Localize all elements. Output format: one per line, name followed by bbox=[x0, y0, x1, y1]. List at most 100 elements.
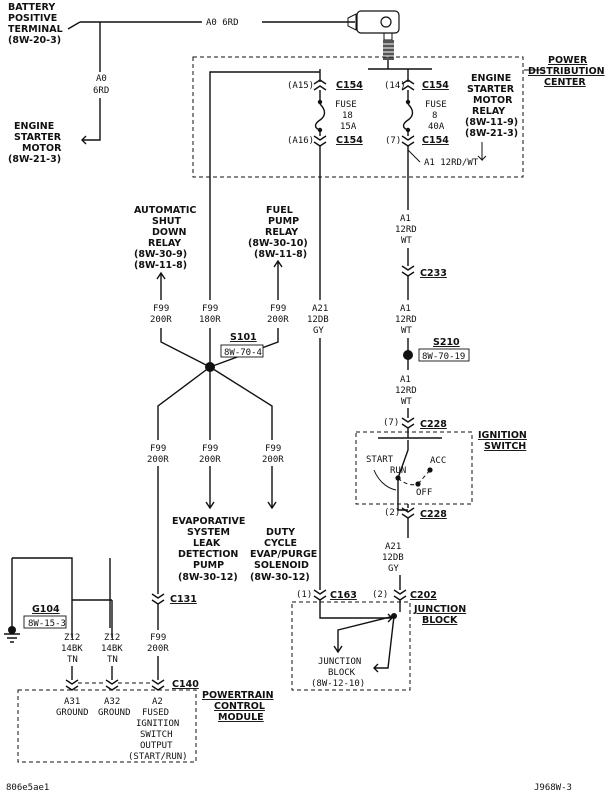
svg-text:TERMINAL: TERMINAL bbox=[8, 24, 63, 35]
svg-text:A1: A1 bbox=[400, 304, 411, 314]
s210-label: S210 bbox=[433, 337, 460, 348]
svg-text:F99: F99 bbox=[150, 633, 166, 643]
svg-text:A0 6RD: A0 6RD bbox=[206, 18, 239, 28]
svg-text:BLOCK: BLOCK bbox=[328, 668, 356, 678]
c163-label: C163 bbox=[330, 590, 357, 601]
svg-text:FUSED: FUSED bbox=[142, 708, 169, 718]
svg-text:GY: GY bbox=[313, 326, 324, 336]
svg-text:18: 18 bbox=[342, 111, 353, 121]
asd-relay-label: AUTOMATIC SHUT DOWN RELAY (8W-30-9) (8W-… bbox=[134, 205, 196, 271]
svg-text:(8W-21-3): (8W-21-3) bbox=[465, 128, 518, 139]
svg-text:GROUND: GROUND bbox=[98, 708, 131, 718]
c228-bottom-label: C228 bbox=[420, 509, 447, 520]
pcm-pins: A31 GROUND A32 GROUND A2 FUSED IGNITION … bbox=[56, 697, 188, 762]
svg-text:SHUT: SHUT bbox=[152, 216, 182, 227]
ignition-switch-label: IGNITION SWITCH bbox=[478, 430, 527, 452]
svg-text:SOLENOID: SOLENOID bbox=[254, 560, 309, 571]
svg-text:FUSE: FUSE bbox=[425, 100, 447, 110]
fuse-8-icon bbox=[402, 103, 414, 131]
svg-text:CYCLE: CYCLE bbox=[264, 538, 297, 549]
junction-block-box bbox=[291, 601, 411, 691]
svg-text:MOTOR: MOTOR bbox=[473, 95, 513, 106]
ignition-switch-box bbox=[355, 431, 473, 505]
svg-text:200R: 200R bbox=[147, 644, 169, 654]
svg-text:200R: 200R bbox=[262, 455, 284, 465]
svg-text:12RD: 12RD bbox=[395, 386, 417, 396]
svg-text:SWITCH: SWITCH bbox=[484, 441, 526, 452]
svg-text:(7): (7) bbox=[385, 136, 401, 146]
svg-text:AUTOMATIC: AUTOMATIC bbox=[134, 205, 196, 216]
svg-text:(A15): (A15) bbox=[287, 81, 314, 91]
svg-text:12DB: 12DB bbox=[382, 553, 404, 563]
svg-text:BLOCK: BLOCK bbox=[422, 615, 458, 626]
svg-text:(8W-12-10): (8W-12-10) bbox=[311, 679, 365, 689]
svg-text:F99: F99 bbox=[265, 444, 281, 454]
pcm-label: POWERTRAIN CONTROL MODULE bbox=[202, 690, 274, 723]
svg-text:DUTY: DUTY bbox=[266, 527, 295, 538]
wire-a0-starter bbox=[82, 22, 101, 141]
svg-text:(8W-30-12): (8W-30-12) bbox=[178, 572, 238, 583]
svg-text:15A: 15A bbox=[340, 122, 357, 132]
svg-text:DOWN: DOWN bbox=[152, 227, 186, 238]
svg-text:ACC: ACC bbox=[430, 456, 446, 466]
svg-text:FUEL: FUEL bbox=[266, 205, 293, 216]
battery-terminal-icon bbox=[347, 10, 400, 60]
svg-text:A32: A32 bbox=[104, 697, 120, 707]
svg-text:RUN: RUN bbox=[390, 466, 406, 476]
svg-text:A21: A21 bbox=[385, 542, 401, 552]
svg-text:WT: WT bbox=[401, 236, 412, 246]
svg-text:C154: C154 bbox=[422, 135, 449, 146]
svg-text:180R: 180R bbox=[199, 315, 221, 325]
svg-text:8: 8 bbox=[432, 111, 437, 121]
starter-label: ENGINE STARTER MOTOR (8W-21-3) bbox=[8, 121, 62, 165]
svg-text:A21: A21 bbox=[312, 304, 328, 314]
svg-text:14BK: 14BK bbox=[101, 644, 123, 654]
footer-left-code: 806e5ae1 bbox=[6, 783, 49, 793]
svg-text:12DB: 12DB bbox=[307, 315, 329, 325]
c202-label: C202 bbox=[410, 590, 437, 601]
svg-text:40A: 40A bbox=[428, 122, 445, 132]
svg-text:(8W-11-8): (8W-11-8) bbox=[134, 260, 187, 271]
g104-ref: 8W-15-3 bbox=[28, 619, 66, 629]
junction-block-inner-label: JUNCTION BLOCK (8W-12-10) bbox=[311, 657, 365, 689]
svg-text:(8W-30-9): (8W-30-9) bbox=[134, 249, 187, 260]
svg-text:MOTOR: MOTOR bbox=[22, 143, 62, 154]
svg-text:F99: F99 bbox=[202, 444, 218, 454]
svg-text:12RD: 12RD bbox=[395, 315, 417, 325]
svg-text:POWER: POWER bbox=[548, 55, 588, 66]
svg-text:200R: 200R bbox=[147, 455, 169, 465]
svg-text:EVAPORATIVE: EVAPORATIVE bbox=[172, 516, 245, 527]
ground-icon bbox=[4, 633, 20, 643]
c228-top-label: C228 bbox=[420, 419, 447, 430]
s101-splice bbox=[205, 362, 215, 372]
svg-text:FUSE: FUSE bbox=[335, 100, 357, 110]
relay-label: ENGINE STARTER MOTOR RELAY (8W-11-9) (8W… bbox=[465, 73, 518, 139]
svg-text:F99: F99 bbox=[153, 304, 169, 314]
svg-text:DISTRIBUTION: DISTRIBUTION bbox=[528, 66, 605, 77]
svg-text:(2): (2) bbox=[372, 590, 388, 600]
svg-text:SYSTEM: SYSTEM bbox=[187, 527, 230, 538]
svg-text:(8W-30-10): (8W-30-10) bbox=[248, 238, 308, 249]
svg-text:A1: A1 bbox=[400, 375, 411, 385]
svg-text:WT: WT bbox=[401, 326, 412, 336]
svg-text:RELAY: RELAY bbox=[148, 238, 181, 249]
svg-text:F99: F99 bbox=[202, 304, 218, 314]
svg-text:IGNITION: IGNITION bbox=[478, 430, 527, 441]
pcm-box bbox=[17, 689, 197, 763]
svg-text:(A16): (A16) bbox=[287, 136, 314, 146]
evap-pump-label: EVAPORATIVE SYSTEM LEAK DETECTION PUMP (… bbox=[172, 516, 245, 583]
g104-label: G104 bbox=[32, 604, 60, 615]
svg-text:(8W-30-12): (8W-30-12) bbox=[250, 572, 310, 583]
svg-text:GY: GY bbox=[388, 564, 399, 574]
svg-text:A1: A1 bbox=[400, 214, 411, 224]
c140-label: C140 bbox=[172, 679, 199, 690]
svg-text:LEAK: LEAK bbox=[193, 538, 221, 549]
a1-wire-label: A1 12RD/WT bbox=[424, 158, 479, 168]
svg-text:START: START bbox=[366, 455, 394, 465]
junction-block-label: JUNCTION BLOCK bbox=[413, 604, 466, 626]
svg-text:RELAY: RELAY bbox=[472, 106, 505, 117]
svg-text:RELAY: RELAY bbox=[265, 227, 298, 238]
fuel-pump-relay-label: FUEL PUMP RELAY (8W-30-10) (8W-11-8) bbox=[248, 205, 308, 260]
c131-label: C131 bbox=[170, 594, 197, 605]
